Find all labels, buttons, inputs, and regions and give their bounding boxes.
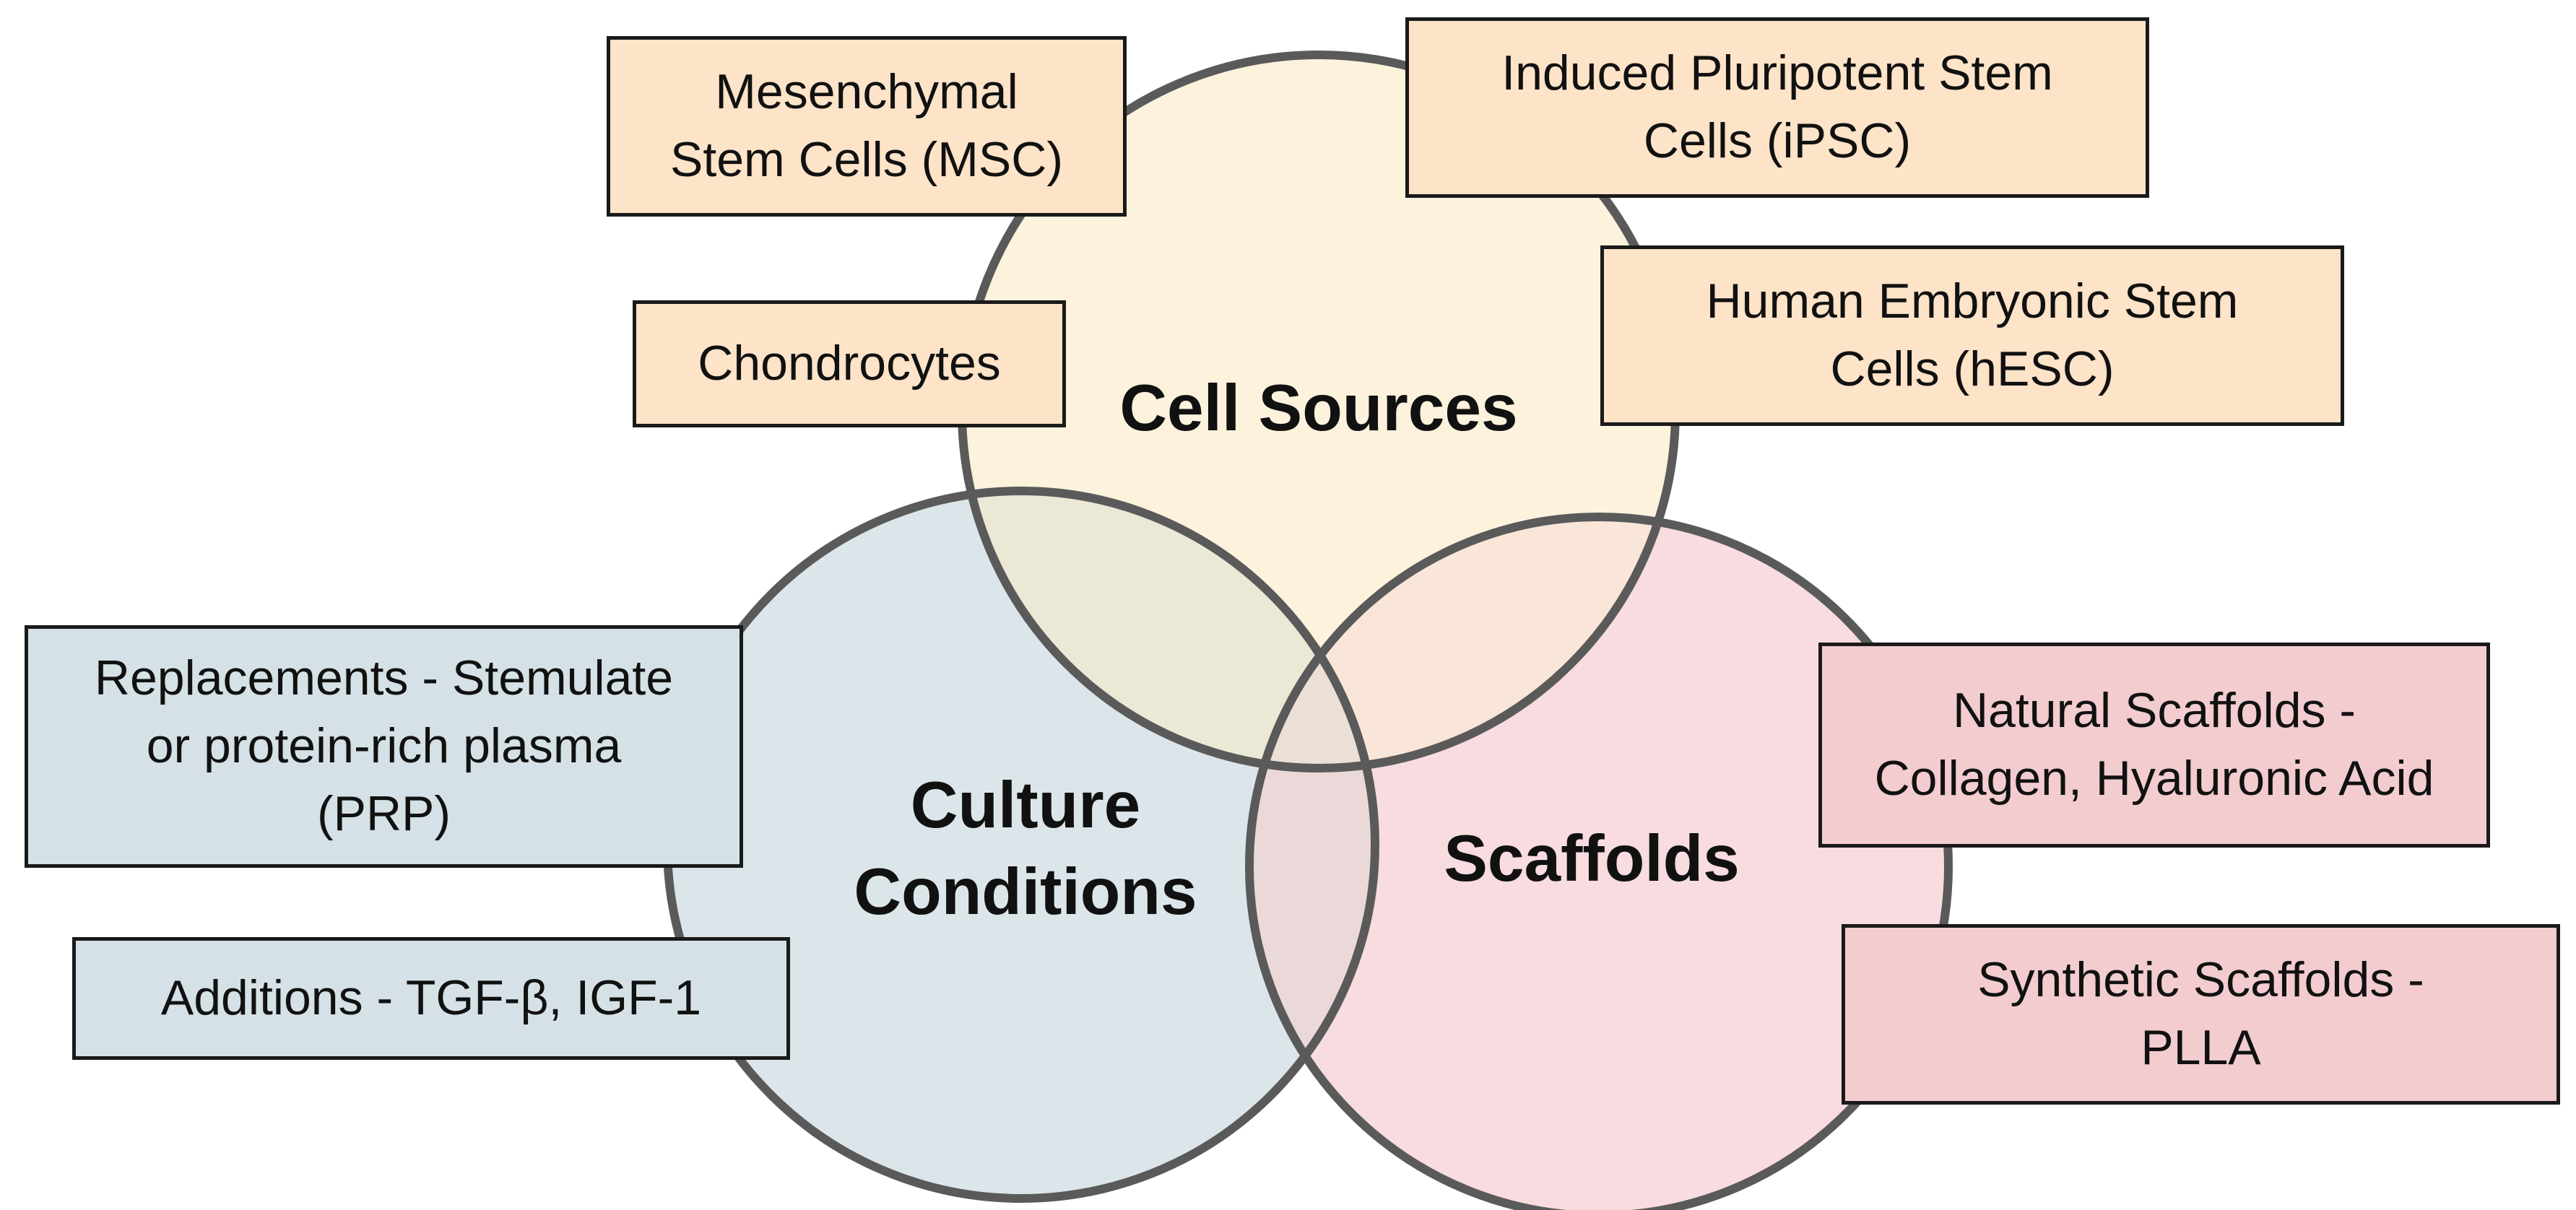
synthetic-scaffolds-box: Synthetic Scaffolds - PLLA	[1842, 924, 2560, 1105]
natural-scaffolds-box: Natural Scaffolds - Collagen, Hyaluronic…	[1818, 643, 2490, 848]
scaffolds-circle-outline	[1245, 513, 1953, 1210]
hesc-box: Human Embryonic Stem Cells (hESC)	[1600, 245, 2344, 426]
replacements-box: Replacements - Stemulate or protein-rich…	[25, 625, 743, 868]
cell-sources-label: Cell Sources	[1119, 372, 1517, 445]
additions-box: Additions - TGF-β, IGF-1	[72, 937, 790, 1060]
msc-box: Mesenchymal Stem Cells (MSC)	[607, 36, 1127, 217]
scaffolds-label: Scaffolds	[1444, 822, 1740, 895]
culture-conditions-label-line2: Conditions	[854, 856, 1197, 928]
chondrocytes-box-text: Chondrocytes	[698, 336, 1001, 391]
ipsc-box: Induced Pluripotent Stem Cells (iPSC)	[1405, 17, 2149, 198]
synthetic-scaffolds-box-text: Synthetic Scaffolds - PLLA	[1977, 952, 2424, 1075]
natural-scaffolds-box-text: Natural Scaffolds - Collagen, Hyaluronic…	[1874, 683, 2434, 806]
overlap-cell-scaffold	[1249, 517, 1675, 768]
ipsc-box-text: Induced Pluripotent Stem Cells (iPSC)	[1501, 45, 2053, 168]
overlap-cell-culture	[962, 491, 1375, 768]
hesc-box-text: Human Embryonic Stem Cells (hESC)	[1706, 274, 2239, 396]
additions-box-text: Additions - TGF-β, IGF-1	[160, 970, 702, 1026]
culture-conditions-label-line1: Culture	[911, 769, 1141, 842]
chondrocytes-box: Chondrocytes	[633, 300, 1066, 427]
msc-box-text: Mesenchymal Stem Cells (MSC)	[669, 64, 1064, 187]
replacements-box-text: Replacements - Stemulate or protein-rich…	[94, 650, 674, 841]
